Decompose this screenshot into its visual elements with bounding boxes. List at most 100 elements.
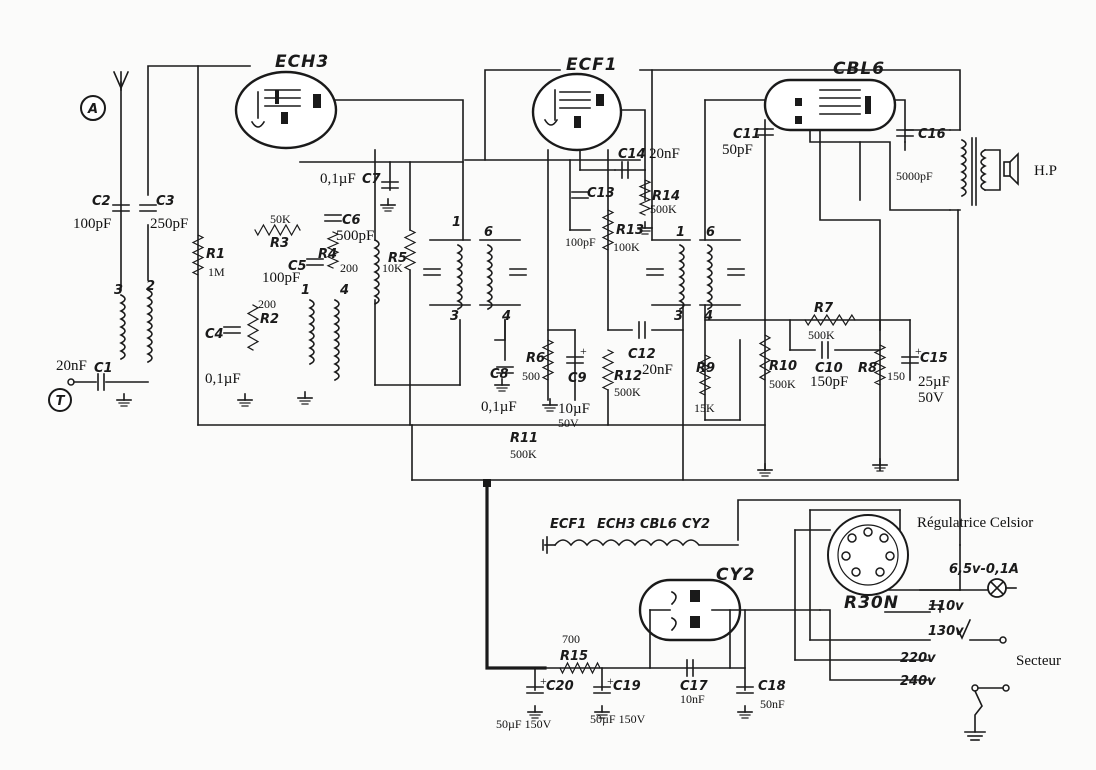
regulator-title: Régulatrice Celsior <box>917 515 1033 531</box>
capacitor-c5-symbol <box>306 258 324 266</box>
components: ++++ <box>97 128 922 719</box>
heater-chain: ECF1 ECH3 CBL6 CY2 <box>542 517 710 554</box>
ground-2 <box>237 393 253 407</box>
heater-chain-ecf1: ECF1 <box>550 517 586 532</box>
capacitor-c15-symbol: + <box>901 344 922 364</box>
heater-chain-ech3: ECH3 <box>597 517 635 532</box>
c18-ref: C18 <box>758 679 786 694</box>
resistor-r6-symbol <box>541 339 555 381</box>
r14-value: 500K <box>650 202 677 216</box>
r12-ref: R12 <box>614 369 642 384</box>
antenna-terminal: A <box>80 95 106 121</box>
c8-value: 0,1µF <box>481 399 517 415</box>
resistor-r10-symbol <box>758 334 772 381</box>
c12-value: 20nF <box>642 362 673 378</box>
c7-value: 0,1µF <box>320 171 356 187</box>
tube-cbl6: CBL6 <box>763 59 897 132</box>
r7-ref: R7 <box>814 301 834 316</box>
coil-osc <box>373 238 380 306</box>
pin-1-if1: 1 <box>452 215 461 230</box>
r10-value: 500K <box>769 377 796 391</box>
r15-value: 700 <box>562 632 580 646</box>
r8-ref: R8 <box>858 361 877 376</box>
capacitor-c8-symbol <box>496 366 514 374</box>
capacitor-c16-symbol <box>896 129 914 137</box>
r8-value: 150 <box>887 369 905 383</box>
c12-ref: C12 <box>628 347 656 362</box>
c9-value2: 50V <box>558 416 579 430</box>
pin-1-osc: 1 <box>301 283 310 298</box>
c13-ref: C13 <box>587 186 615 201</box>
tube-cy2-label: CY2 <box>716 565 756 585</box>
pin-4-osc: 4 <box>339 283 349 298</box>
svg-text:+: + <box>607 674 614 688</box>
if2-trim-b <box>727 268 745 276</box>
tap-110v: 110v <box>928 599 964 614</box>
mains-taps: 110v 130v 220v 240v Secteur <box>900 599 1061 689</box>
tube-ecf1: ECF1 <box>531 55 623 152</box>
svg-text:+: + <box>580 344 587 358</box>
capacitor-c13-symbol <box>571 191 589 199</box>
ground-7 <box>637 221 653 235</box>
speaker-label: H.P <box>1034 163 1057 179</box>
r13-value: 100K <box>613 240 640 254</box>
tap-130v: 130v <box>928 624 964 639</box>
capacitor-c10-symbol <box>821 341 829 359</box>
speaker-symbol: H.P <box>949 129 1057 211</box>
if1-secondary <box>486 243 493 311</box>
ground-10 <box>527 705 543 719</box>
r2-value: 200 <box>258 297 276 311</box>
r11-value: 500K <box>510 447 537 461</box>
antenna-symbol <box>112 70 130 91</box>
pin-2-rf: 2 <box>146 279 155 294</box>
regulator-tube: R30N Régulatrice Celsior <box>827 514 1033 613</box>
r3-ref: R3 <box>270 236 289 251</box>
c1-ref: C1 <box>94 361 113 376</box>
resistor-r9-symbol <box>698 354 712 396</box>
tap-220v: 220v <box>900 651 936 666</box>
c3-value: 250pF <box>150 216 188 232</box>
heater-chain-cy2: CY2 <box>682 517 710 532</box>
ground-11 <box>594 705 610 719</box>
c11-value: 50pF <box>722 142 753 158</box>
if1-primary <box>456 243 463 311</box>
c17-ref: C17 <box>680 679 709 694</box>
capacitor-c2-symbol <box>112 204 130 212</box>
resistor-r12-symbol <box>601 349 615 391</box>
pin-4-if1: 4 <box>501 309 511 324</box>
tube-ecf1-label: ECF1 <box>566 55 618 75</box>
resistor-r14-symbol <box>638 179 652 216</box>
ground-5 <box>494 378 510 392</box>
ground-12 <box>737 705 753 719</box>
c10-value: 150pF <box>810 374 848 390</box>
r4-value: 200 <box>340 261 358 275</box>
r6-ref: R6 <box>526 351 545 366</box>
c17-value: 10nF <box>680 692 705 706</box>
c13-value: 100pF <box>565 235 596 249</box>
capacitor-c12-symbol <box>638 321 646 339</box>
c15-value: 25µF <box>918 374 950 390</box>
c19-ref: C19 <box>613 679 641 694</box>
capacitor-c11-symbol <box>756 128 774 136</box>
r2-ref: R2 <box>260 312 279 327</box>
tube-ech3: ECH3 <box>234 52 338 150</box>
c4-ref: C4 <box>205 327 224 342</box>
c18-value: 50nF <box>760 697 785 711</box>
coil-l2 <box>146 288 153 364</box>
pin-3-if2: 3 <box>674 309 683 324</box>
labels: C120nFC2100pFC3250pFR11MR2200R350KR4200C… <box>56 127 950 731</box>
r10-ref: R10 <box>769 359 797 374</box>
c7-ref: C7 <box>362 172 382 187</box>
c10-ref: C10 <box>815 361 843 376</box>
c5-ref: C5 <box>288 259 307 274</box>
wiring <box>120 65 961 481</box>
if1-trim-a <box>423 268 441 276</box>
pin-3-if1: 3 <box>450 309 459 324</box>
resistor-r3-symbol <box>254 223 301 237</box>
r6-value: 500 <box>522 369 540 383</box>
if2-primary <box>678 243 685 311</box>
c3-ref: C3 <box>156 194 175 209</box>
c19-value: 50µF 150V <box>590 712 646 726</box>
capacitor-c7-symbol <box>381 181 399 189</box>
mains-label: Secteur <box>1016 653 1061 669</box>
